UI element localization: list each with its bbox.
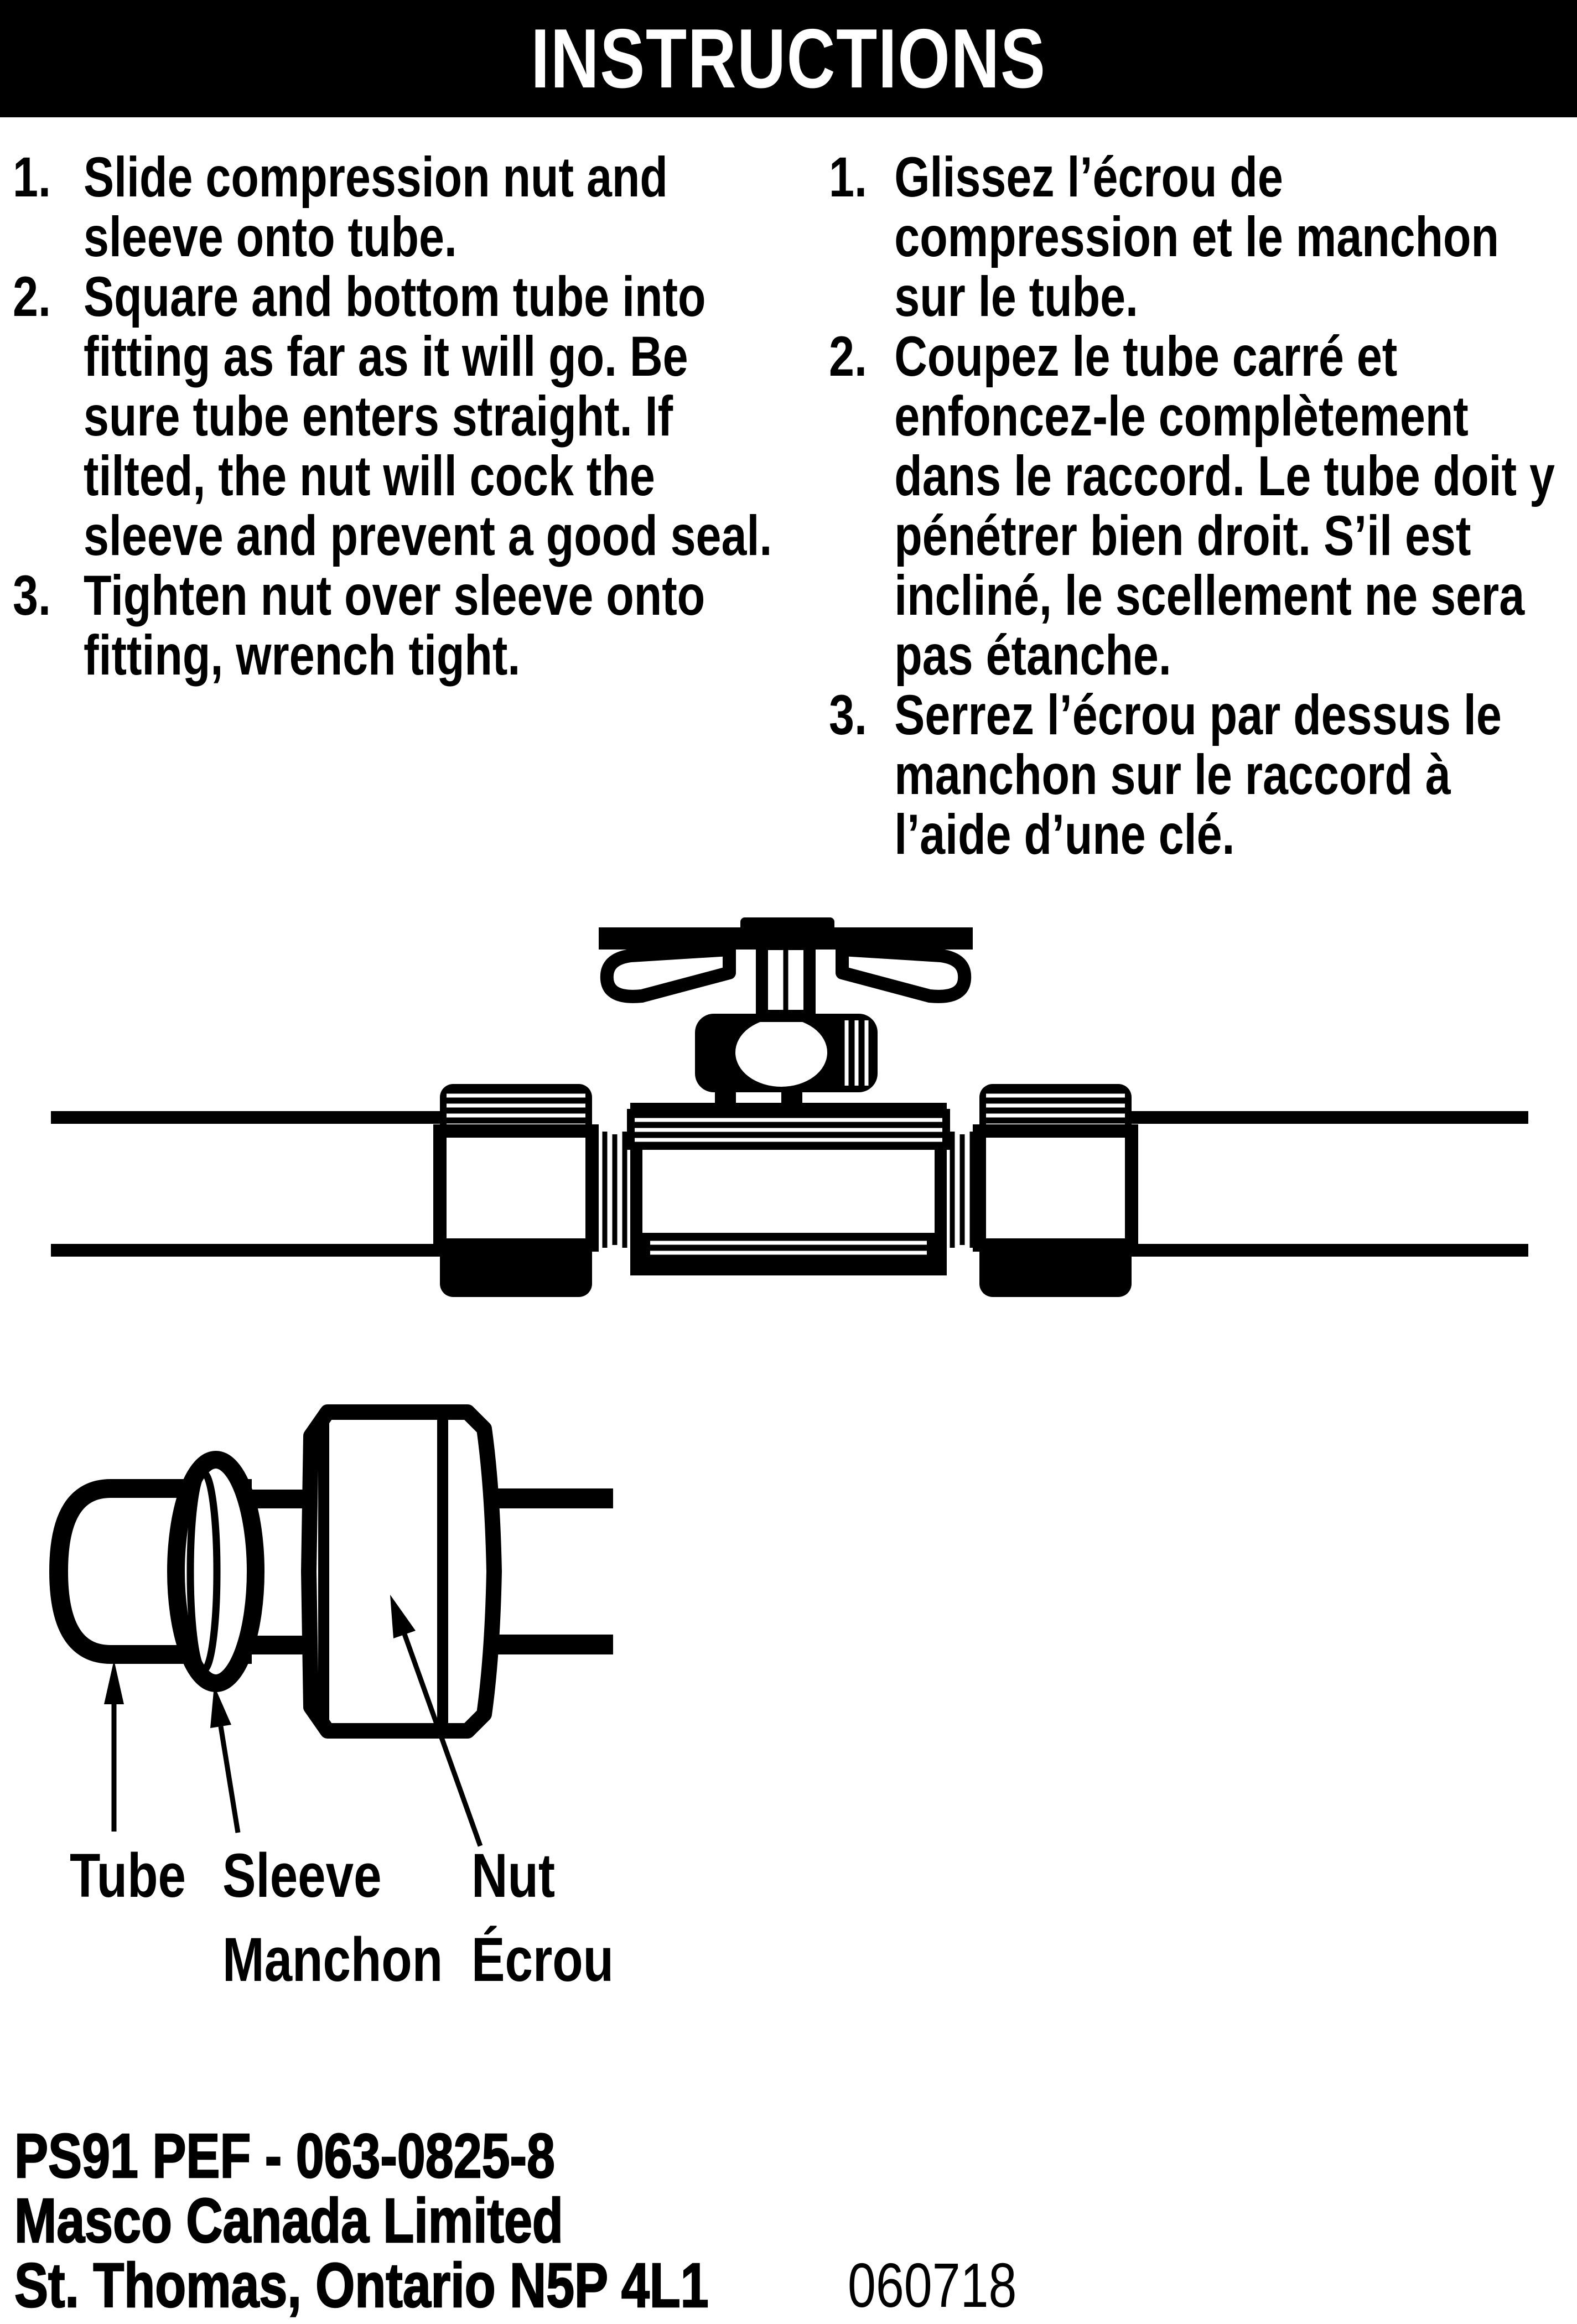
tube-edge [494,1488,613,1508]
list-item: 2. Square and bottom tube into [13,267,864,326]
instructions-french: 1. Glissez l’écrou de compression et le … [829,147,1577,864]
list-item: 2. Coupez le tube carré et [829,326,1577,386]
item-number: 1. [829,146,867,209]
item-text: manchon sur le raccord à [894,743,1451,806]
label-ecrou: Écrou [471,1925,614,1994]
label-manchon: Manchon [222,1925,443,1994]
footer: PS91 PEF - 063-0825-8 Masco Canada Limit… [14,2121,709,2320]
label-sleeve: Sleeve [222,1841,382,1910]
item-text: sur le tube. [894,265,1139,328]
company-name: Masco Canada Limited [14,2186,564,2255]
item-text: l’aide d’une clé. [894,803,1235,866]
tube-callout-arrow [104,1660,124,1832]
compression-nut-right [973,1084,1138,1297]
fitting-diagram [49,1404,613,1847]
item-number: 2. [829,325,867,388]
item-text: dans le raccord. Le tube doit y [894,444,1555,507]
sleeve-callout-arrow [210,1685,241,1833]
page-title: INSTRUCTIONS [531,12,1046,106]
item-number: 3. [13,564,51,627]
list-item: 1. Glissez l’écrou de [829,147,1577,207]
item-number: 2. [13,265,51,328]
item-text: sure tube enters straight. If [83,385,673,448]
sleeve-illustration [167,1451,264,1692]
instructions-english: 1. Slide compression nut and sleeve onto… [13,147,864,685]
item-text: sleeve onto tube. [83,205,457,268]
list-item: 3. Serrez l’écrou par dessus le [829,685,1577,745]
item-text: Square and bottom tube into [83,265,706,328]
valve-diagram [51,917,1528,1297]
tube-edge [494,1635,613,1654]
item-text: pénétrer bien droit. S’il est [894,504,1471,567]
packing-nut [695,1014,878,1111]
item-text: Slide compression nut and [83,146,668,209]
compression-nut-left [433,1084,599,1297]
item-text: Coupez le tube carré et [894,325,1398,388]
date-code: 060718 [848,2250,1017,2320]
company-address: St. Thomas, Ontario N5P 4L1 [14,2250,709,2320]
item-text: tilted, the nut will cock the [83,444,655,507]
part-number: PS91 PEF - 063-0825-8 [14,2121,556,2191]
valve-stem [756,938,816,1022]
list-item: 3. Tighten nut over sleeve onto [13,566,864,625]
item-text: fitting, wrench tight. [83,624,521,687]
label-nut: Nut [471,1841,556,1910]
nut-callout-arrow [390,1595,483,1847]
item-text: incliné, le scellement ne sera [894,564,1525,627]
item-text: Serrez l’écrou par dessus le [894,683,1502,746]
item-text: compression et le manchon [894,205,1499,268]
item-number: 3. [829,683,867,746]
tee-handle [599,917,973,1003]
item-text: fitting as far as it will go. Be [83,325,688,388]
header-bar: INSTRUCTIONS [0,0,1577,117]
item-text: Glissez l’écrou de [894,146,1283,209]
item-text: pas étanche. [894,624,1171,687]
item-text: sleeve and prevent a good seal. [83,504,772,567]
valve-body [627,1103,950,1275]
item-number: 1. [13,146,51,209]
nut-illustration [301,1404,502,1739]
item-text: enfoncez-le complètement [894,385,1469,448]
tube-right-illustration [1126,1111,1528,1257]
label-tube: Tube [70,1841,186,1910]
item-text: Tighten nut over sleeve onto [83,564,706,627]
tube-left-illustration [51,1111,445,1257]
list-item: 1. Slide compression nut and [13,147,864,207]
